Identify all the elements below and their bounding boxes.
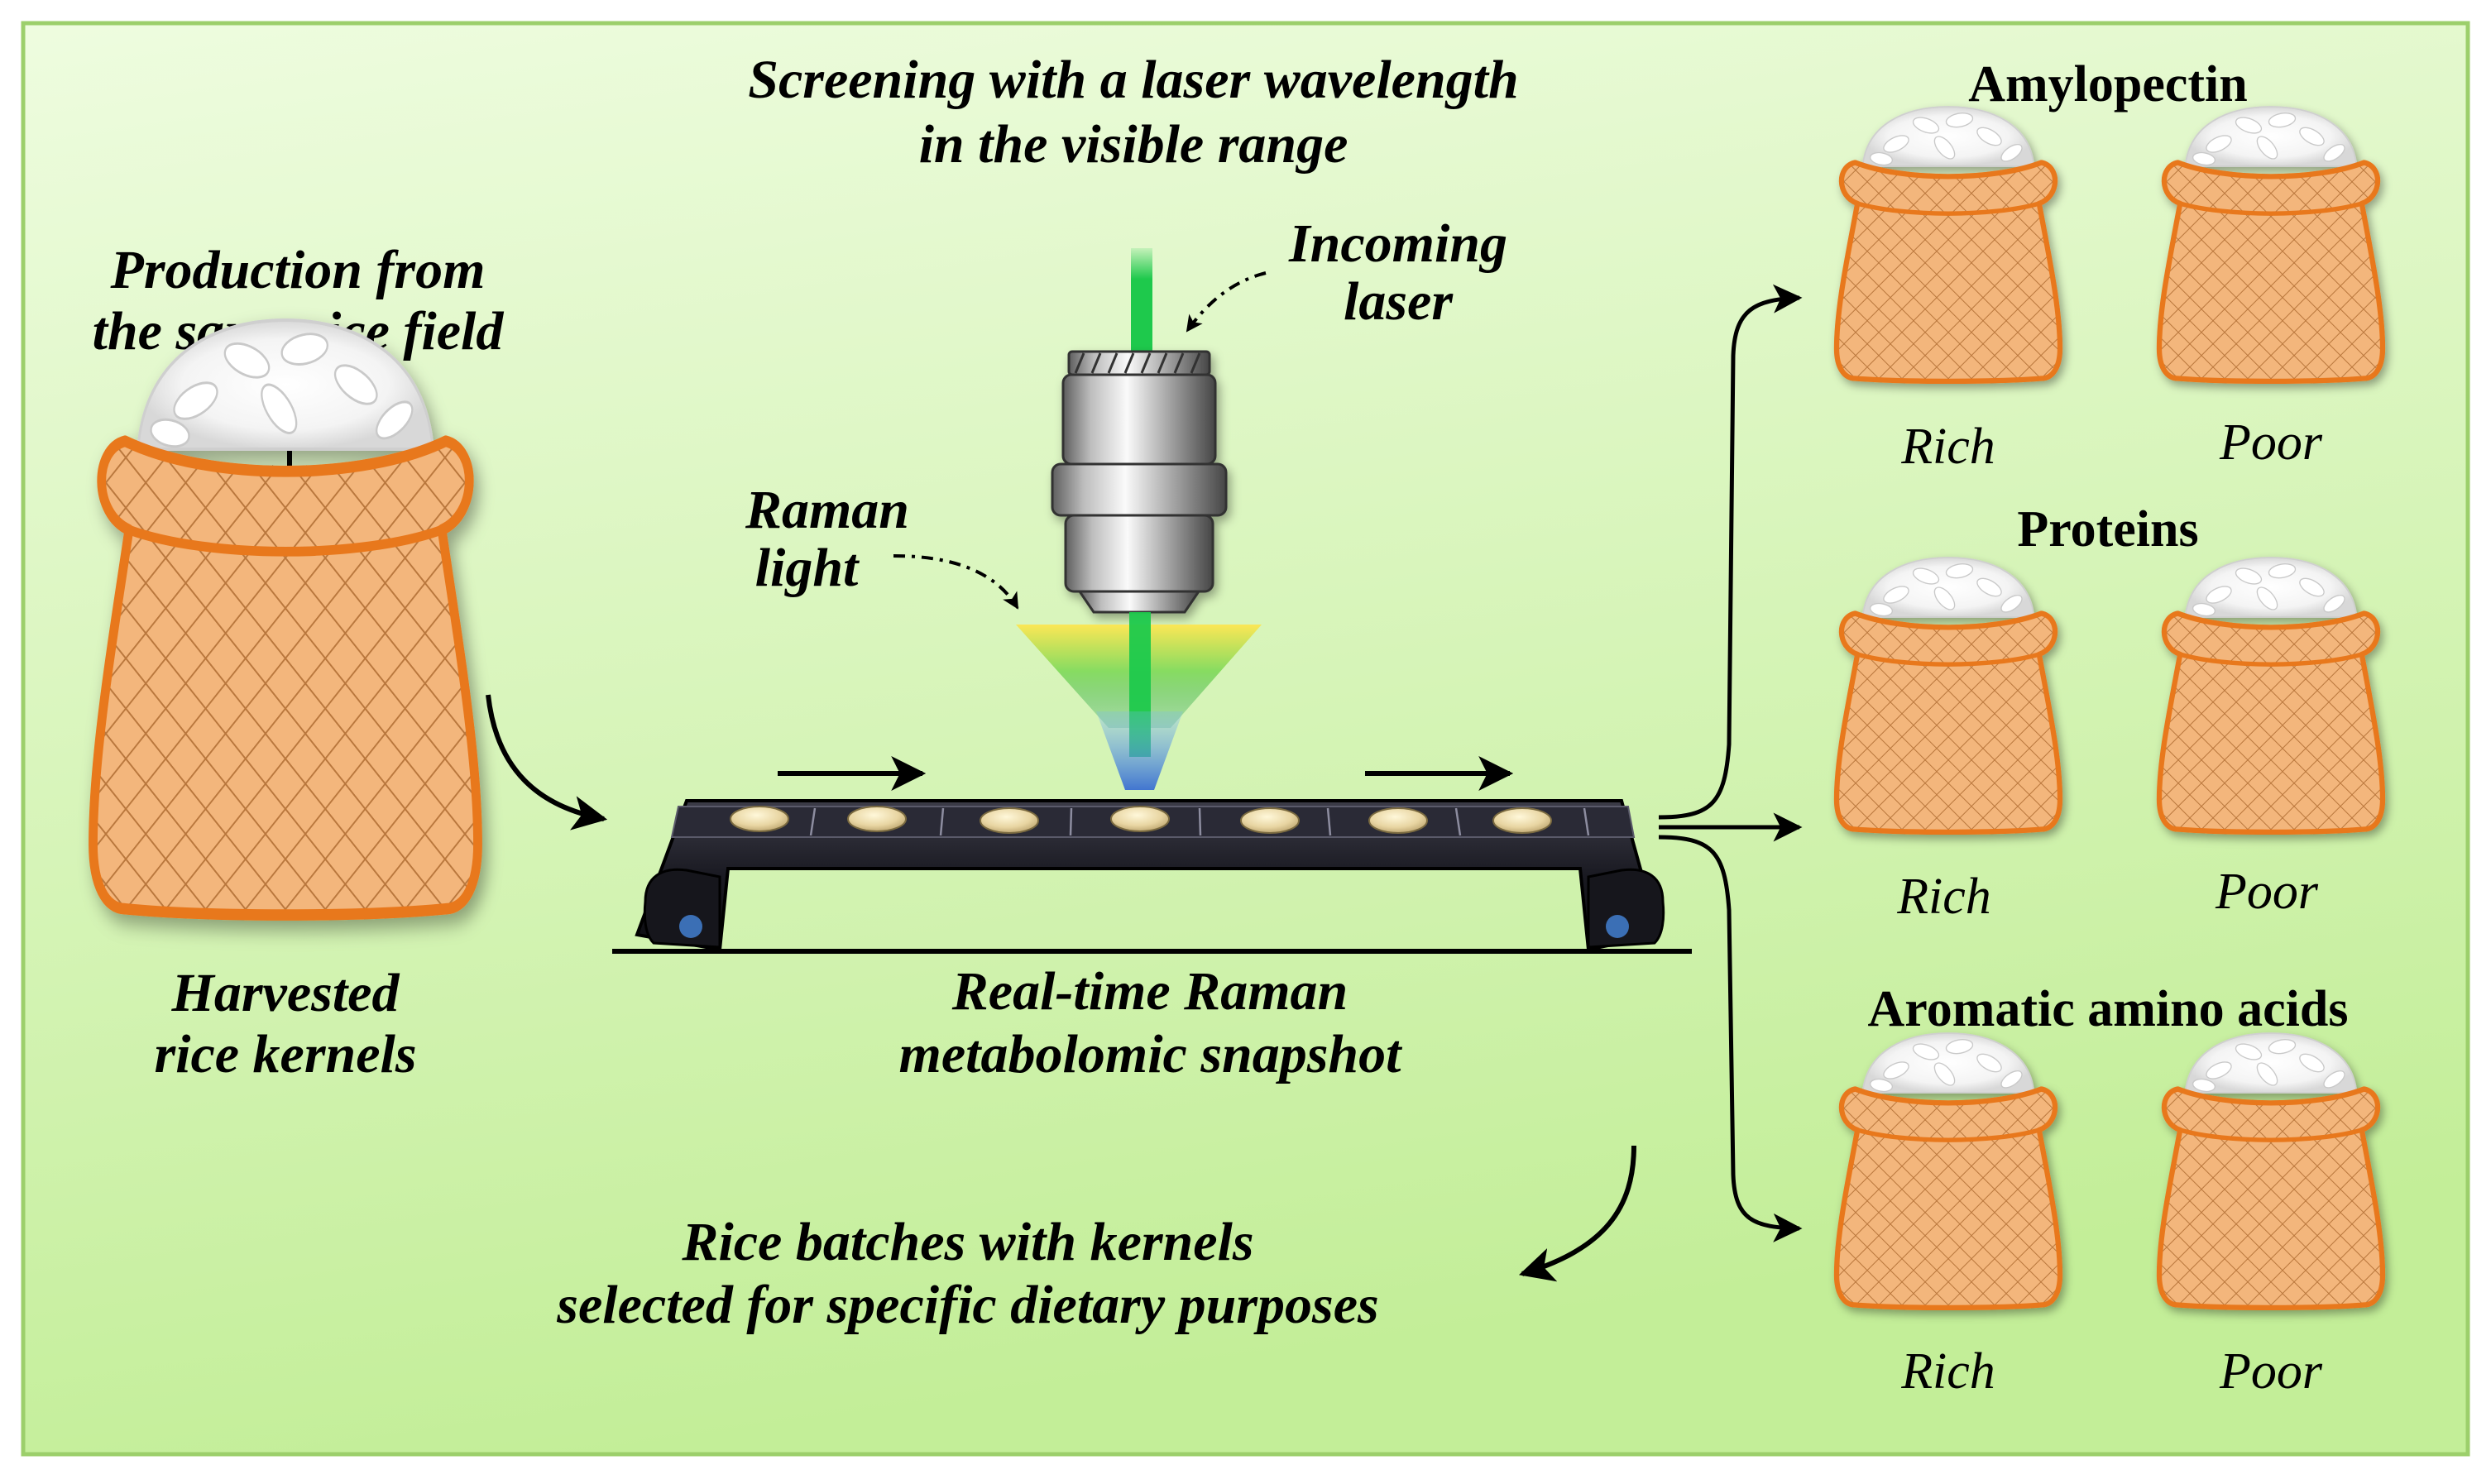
objective-lens-icon [1051,350,1228,614]
sack-aromatic-poor-icon [2159,1033,2383,1308]
production-label-line1: Production from [110,240,486,300]
curved-arrow-to-conveyor [486,694,608,831]
amylopectin-rich-label: Rich [1900,419,1995,475]
batches-curved-arrow [1518,1145,1636,1282]
top-caption-line1: Screening with a laser wavelength [748,50,1518,110]
aromatic-poor-label: Poor [2219,1343,2323,1400]
snapshot-label-line2: metabolomic snapshot [899,1024,1403,1084]
incoming-laser-label-line1: Incoming [1288,213,1507,274]
harvested-sack-icon [93,320,478,915]
proteins-poor-label: Poor [2215,864,2319,920]
sack-proteins-poor-icon [2159,558,2383,832]
sack-amylopectin-rich-icon [1837,107,2060,381]
batches-label-line1: Rice batches with kernels [681,1212,1253,1272]
incoming-laser-pointer [1186,271,1267,333]
category-title-amylopectin: Amylopectin [1968,56,2248,112]
incoming-laser-label-line2: laser [1344,271,1454,332]
raman-light-label-line1: Raman [745,480,909,540]
top-caption-line2: in the visible range [919,114,1348,175]
harvested-label-line2: rice kernels [154,1024,416,1084]
amylopectin-poor-label: Poor [2219,414,2323,471]
sack-proteins-rich-icon [1837,558,2060,832]
snapshot-label-line1: Real-time Raman [951,961,1348,1022]
category-title-proteins: Proteins [2017,501,2198,558]
proteins-rich-label: Rich [1896,869,1991,925]
harvested-label-line1: Harvested [171,963,400,1023]
category-title-aromatic-amino-acids: Aromatic amino acids [1868,981,2349,1037]
scattered-light-cone [1096,711,1183,790]
sack-amylopectin-poor-icon [2159,107,2383,381]
aromatic-rich-label: Rich [1900,1343,1995,1400]
rice-kernels-on-belt [730,806,1552,834]
raman-light-label-line2: light [755,538,860,598]
batches-label-line2: selected for specific dietary purposes [556,1275,1378,1335]
branching-arrows [1658,284,1803,1242]
sack-aromatic-rich-icon [1837,1033,2060,1308]
laser-beam-top [1131,248,1152,352]
